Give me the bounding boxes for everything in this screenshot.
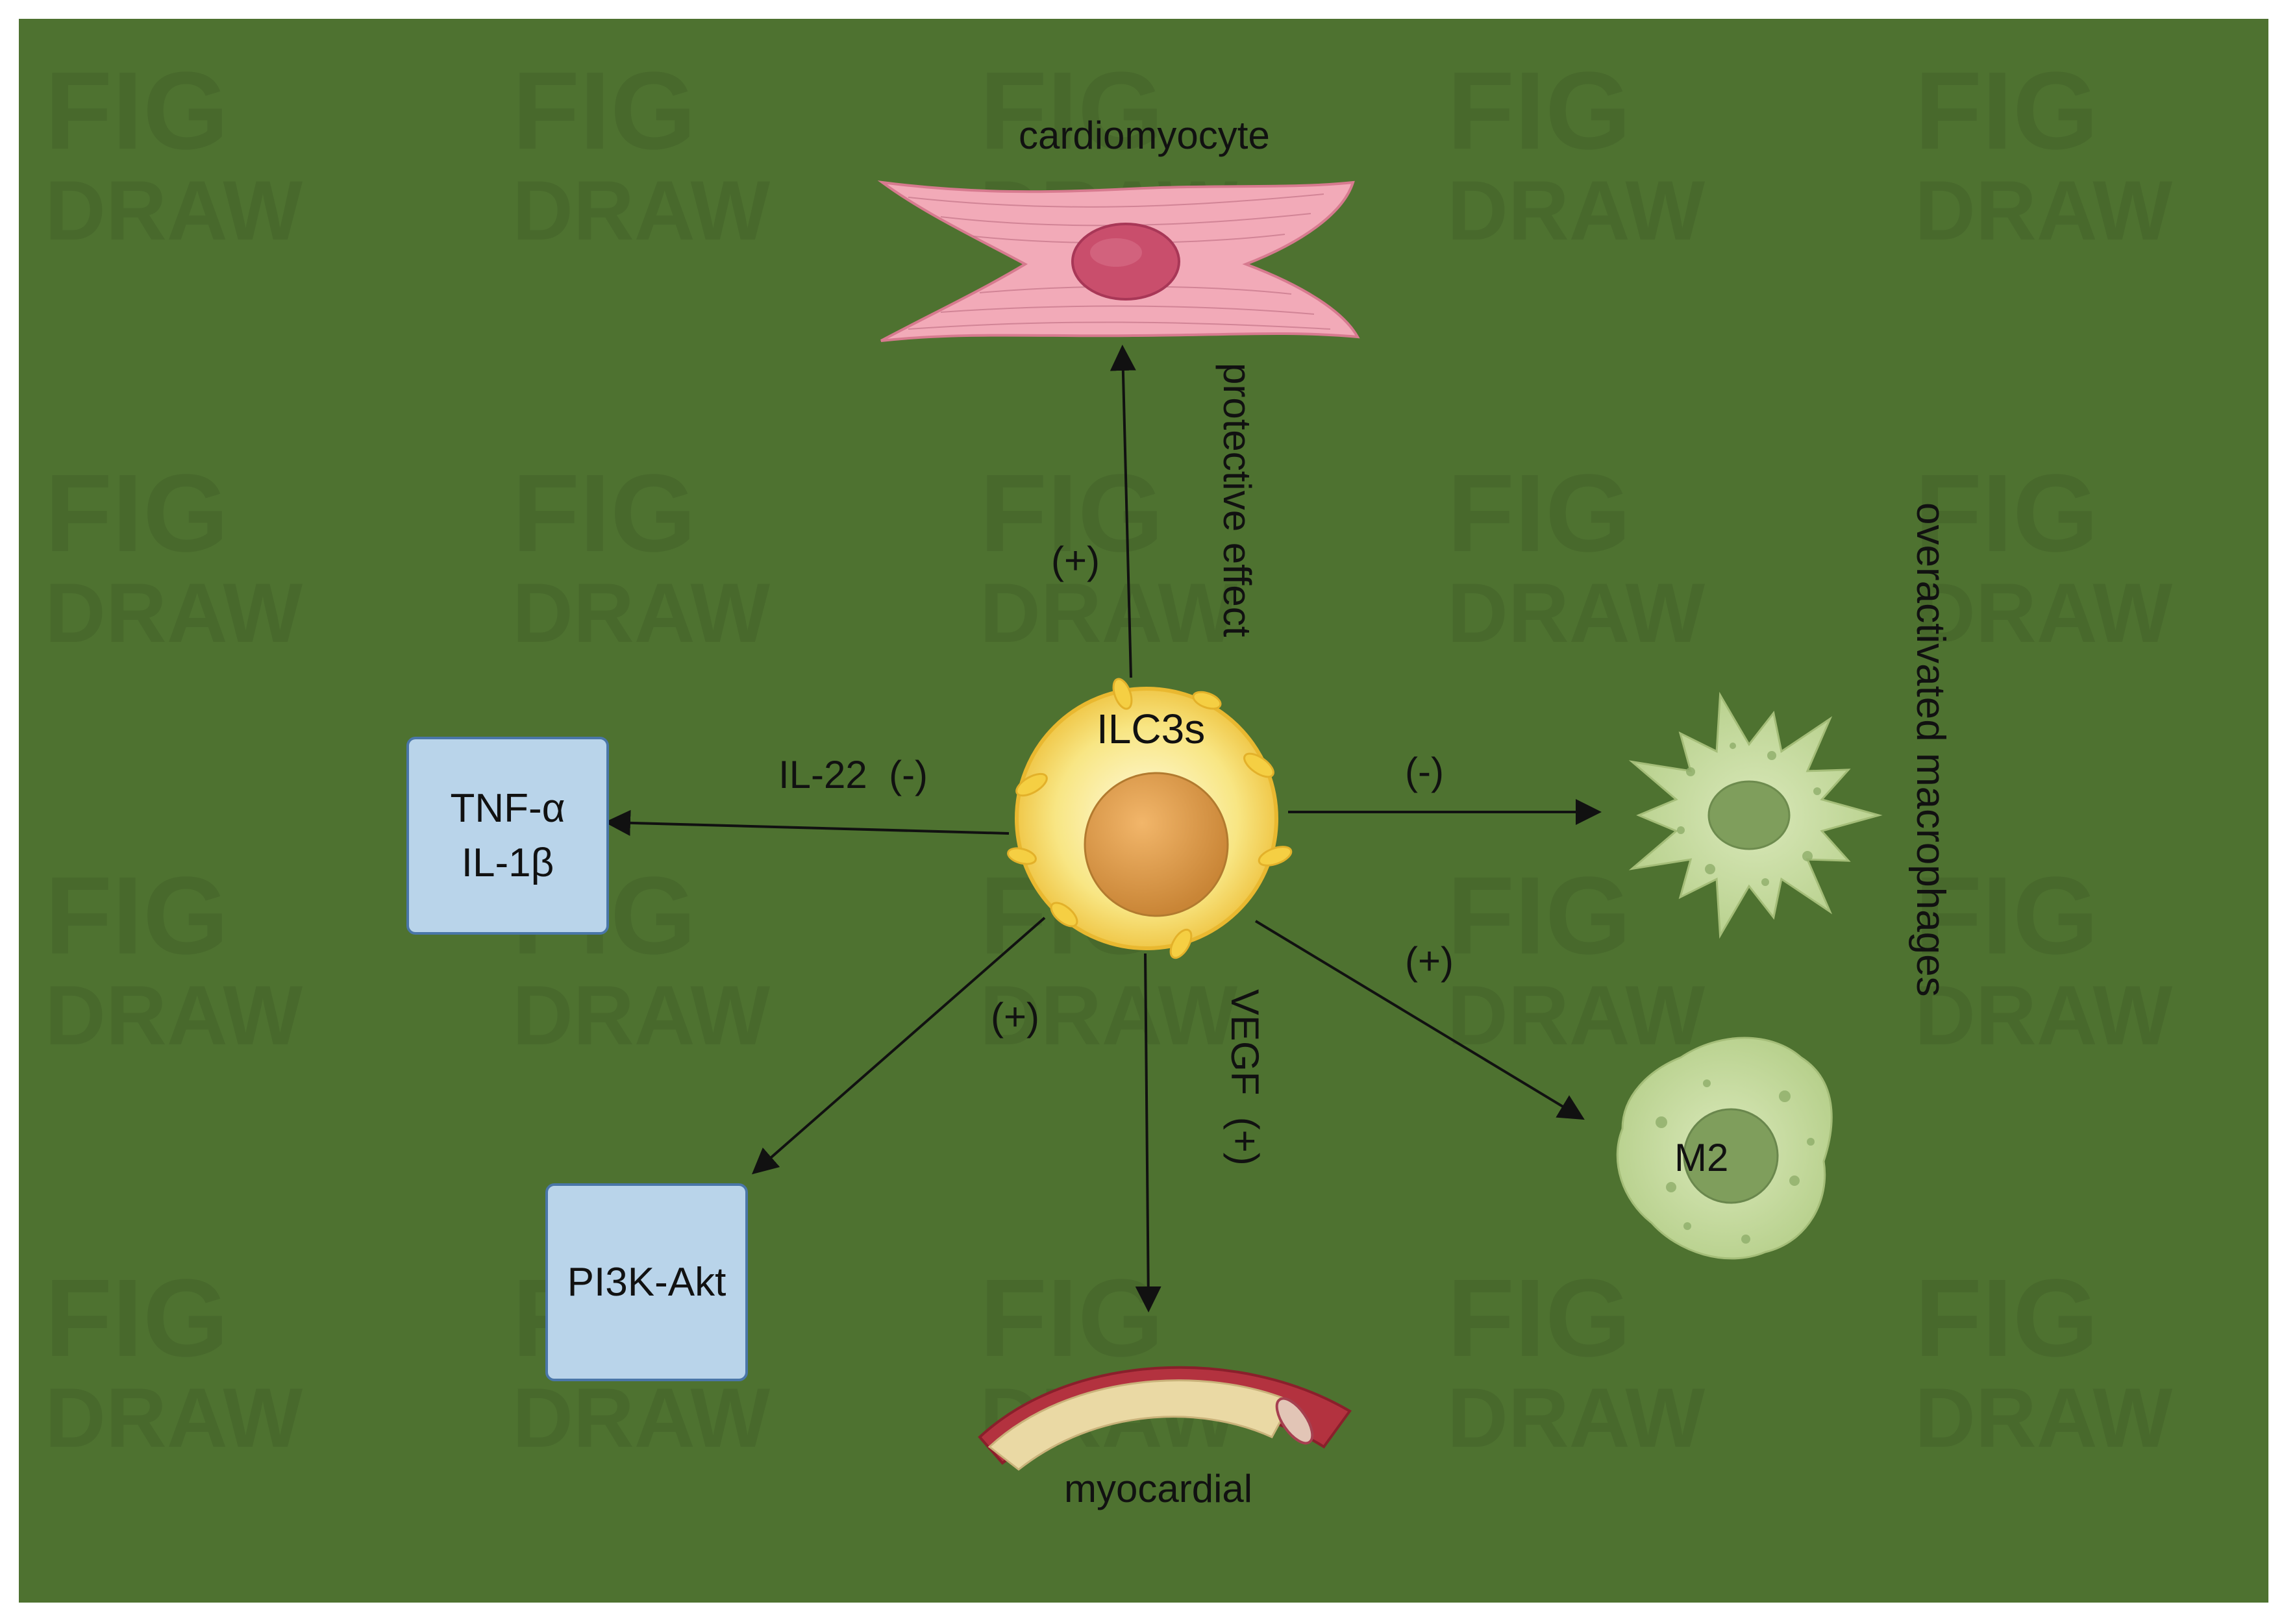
overactivated-macrophages-label: overactivated macrophages [1908, 502, 1953, 997]
pathway-box: PI3K-Akt [545, 1183, 748, 1381]
cardiomyocyte-icon [877, 180, 1360, 342]
watermark-text: FIG [1447, 854, 1631, 978]
ilc3-cell-icon [1007, 678, 1293, 959]
pathway-label: PI3K-Akt [567, 1259, 726, 1305]
macrophage-icon [1628, 691, 1883, 939]
watermark-text: DRAW [45, 565, 303, 660]
watermark-text: DRAW [1447, 565, 1705, 660]
protective-effect-label: protective effect [1215, 363, 1259, 637]
watermark-text: FIG [45, 452, 229, 575]
diagram-canvas: FIGDRAWFIGDRAWFIGDRAWFIGDRAWFIGDRAWFIGDR… [45, 49, 2172, 1471]
m2-sign: (+) [1405, 939, 1454, 983]
watermark-text: FIG [1915, 452, 2098, 575]
watermark-text: FIG [512, 452, 696, 575]
watermark-text: DRAW [1915, 565, 2172, 660]
myocardial-label: myocardial [1064, 1467, 1253, 1510]
watermark-text: DRAW [1915, 1370, 2172, 1465]
m2-macrophage-icon [1616, 1037, 1833, 1260]
watermark-text: FIG [1915, 1257, 2098, 1380]
arrow-to-pathway [751, 917, 1046, 1175]
arrow-to-cardiomyocyte [1110, 345, 1136, 678]
ilc3-label: ILC3s [1097, 706, 1206, 752]
watermark-text: FIG [1915, 49, 2098, 173]
watermark-text: DRAW [512, 968, 770, 1063]
watermark-text: DRAW [1447, 968, 1705, 1063]
watermark-text: FIG [45, 854, 229, 978]
cytokine-tnf-label: TNF-α [450, 785, 565, 831]
watermark-text: DRAW [980, 565, 1237, 660]
watermark-text: FIG [1915, 854, 2098, 978]
watermark-text: FIG [1447, 49, 1631, 173]
m2-label: M2 [1674, 1136, 1729, 1179]
arrow-to-m2 [1254, 920, 1585, 1120]
cardiomyocyte-sign: (+) [1051, 539, 1100, 582]
watermark-text: FIG [1447, 1257, 1631, 1380]
watermark-text: FIG [512, 49, 696, 173]
watermark-text: FIG [980, 1257, 1163, 1380]
watermark-text: FIG [980, 49, 1163, 173]
myocardial-vessel-icon [978, 1366, 1352, 1471]
cytokines-box: TNF-α IL-1β [406, 737, 609, 935]
watermark-text: FIG [1447, 452, 1631, 575]
watermark-text: FIG [45, 1257, 229, 1380]
watermark-text: DRAW [45, 163, 303, 258]
arrow-to-vessel [1135, 953, 1161, 1312]
watermark-text: DRAW [980, 968, 1237, 1063]
il22-edge-label: IL-22 (-) [778, 753, 928, 796]
watermark-text: FIG [980, 452, 1163, 575]
watermark-text: DRAW [1915, 968, 2172, 1063]
pathway-sign: (+) [991, 995, 1039, 1039]
watermark-text: DRAW [1447, 163, 1705, 258]
watermark-text: DRAW [1915, 163, 2172, 258]
watermark-text: DRAW [1447, 1370, 1705, 1465]
diagram-panel: FIGDRAWFIGDRAWFIGDRAWFIGDRAWFIGDRAWFIGDR… [19, 19, 2268, 1603]
macrophage-sign: (-) [1405, 750, 1444, 793]
watermark-text: FIG [45, 49, 229, 173]
watermark-text: DRAW [512, 565, 770, 660]
watermark-text: DRAW [45, 968, 303, 1063]
cardiomyocyte-label: cardiomyocyte [1019, 114, 1270, 157]
watermark-text: DRAW [45, 1370, 303, 1465]
vegf-edge-label: VEGF (+) [1223, 989, 1267, 1166]
watermark-text: DRAW [512, 163, 770, 258]
arrow-to-cytokines [604, 809, 1010, 836]
watermark-text: DRAW [512, 1370, 770, 1465]
cytokine-il1-label: IL-1β [461, 840, 554, 885]
